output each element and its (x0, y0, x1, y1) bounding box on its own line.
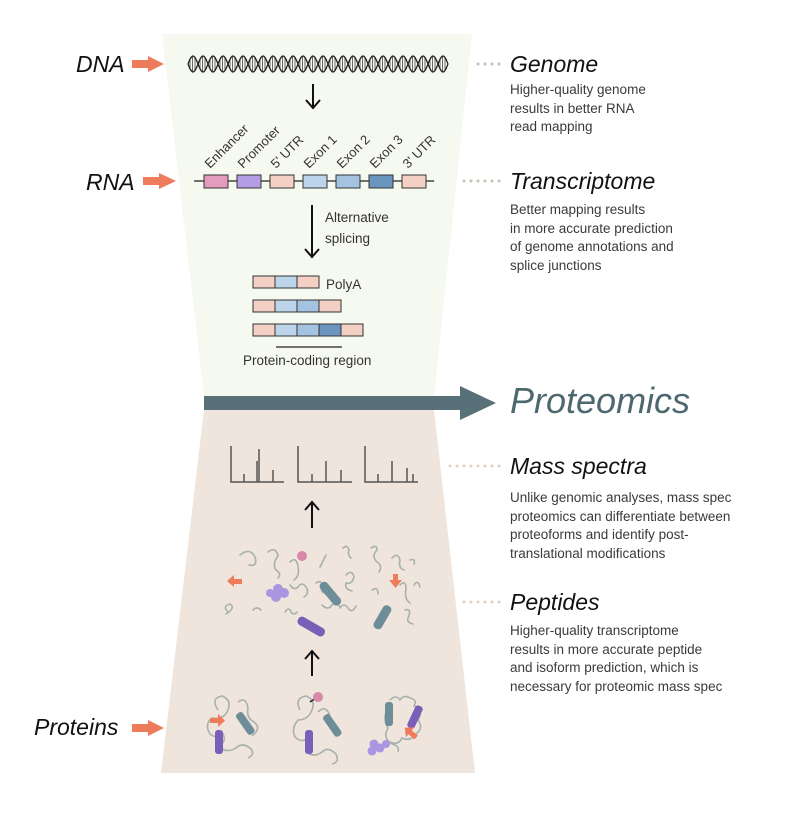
dna-label: DNA (76, 51, 125, 77)
up-arrow-icon (304, 500, 320, 528)
gene-segment-box (368, 174, 394, 189)
isoform-segment (274, 275, 298, 289)
gene-segment-box (401, 174, 427, 189)
splicing-arrow-icon (304, 205, 320, 259)
isoform-segment (274, 323, 298, 337)
isoforms (252, 275, 364, 337)
gene-segment-box (302, 174, 328, 189)
coding-region-label: Protein-coding region (243, 353, 371, 368)
splicing-label-line1: Alternative (325, 210, 389, 225)
genome-title: Genome (510, 51, 599, 77)
genome-description: Higher-quality genome results in better … (510, 82, 646, 134)
isoform-segment (296, 323, 320, 337)
polyA-label: PolyA (326, 277, 361, 292)
peptides-description: Higher-quality transcriptome results in … (510, 623, 723, 694)
isoform-segment (318, 299, 342, 313)
proteomics-title: Proteomics (510, 380, 691, 421)
peptide-cleavage-arrow-icon (227, 575, 242, 587)
genome-leader-dots (476, 62, 501, 66)
rna-pointer-arrow-icon (143, 173, 176, 189)
peptides-illustration (224, 545, 421, 625)
proteomics-panel (161, 410, 475, 773)
proteins-pointer-arrow-icon (132, 720, 164, 736)
transcriptome-title: Transcriptome (510, 168, 656, 194)
peptides-title: Peptides (510, 589, 600, 615)
gene-segment-box (203, 174, 229, 189)
gene-segment-box (269, 174, 295, 189)
isoform-segment (340, 323, 364, 337)
proteins-label: Proteins (34, 714, 119, 740)
genomics-panel (162, 34, 472, 396)
glycan-icon (266, 584, 289, 602)
mass-spectra-leader-dots (448, 464, 501, 468)
mass-spectra-title: Mass spectra (510, 453, 647, 479)
isoform-segment (252, 323, 276, 337)
peptide-helix-rod (297, 581, 392, 637)
isoform-segment (252, 275, 276, 289)
down-arrow-icon (305, 84, 321, 110)
gene-segment-box (335, 174, 361, 189)
mass-spectra-description: Unlike genomic analyses, mass spec prote… (510, 490, 732, 561)
protein-illustration-1 (206, 695, 259, 759)
proteomics-arrow-icon (204, 386, 496, 420)
up-arrow-icon (304, 649, 320, 676)
isoform-segment (274, 299, 298, 313)
peptide-cleavage-arrow-icon (389, 574, 402, 588)
isoform-segment (296, 275, 320, 289)
peptides-leader-dots (462, 600, 501, 604)
gene-segment-box (236, 174, 262, 189)
transcriptome-description: Better mapping results in more accurate … (510, 202, 674, 273)
protein-illustration-2 (292, 692, 342, 765)
dna-helix-icon (187, 55, 449, 73)
transcriptome-leader-dots (462, 179, 501, 183)
isoform-segment (296, 299, 320, 313)
dna-strand (187, 55, 449, 73)
mass-spectrum-icon-1 (230, 446, 284, 483)
isoform-segment (318, 323, 342, 337)
dna-pointer-arrow-icon (132, 56, 164, 72)
isoform-segment (252, 299, 276, 313)
mass-spectrum-icon-2 (297, 446, 352, 483)
mass-spectrum-icon-3 (364, 446, 418, 483)
phospho-modification-icon (297, 551, 307, 561)
protein-illustration-3 (367, 695, 423, 756)
splicing-label-line2: splicing (325, 231, 370, 246)
rna-label: RNA (86, 169, 135, 195)
